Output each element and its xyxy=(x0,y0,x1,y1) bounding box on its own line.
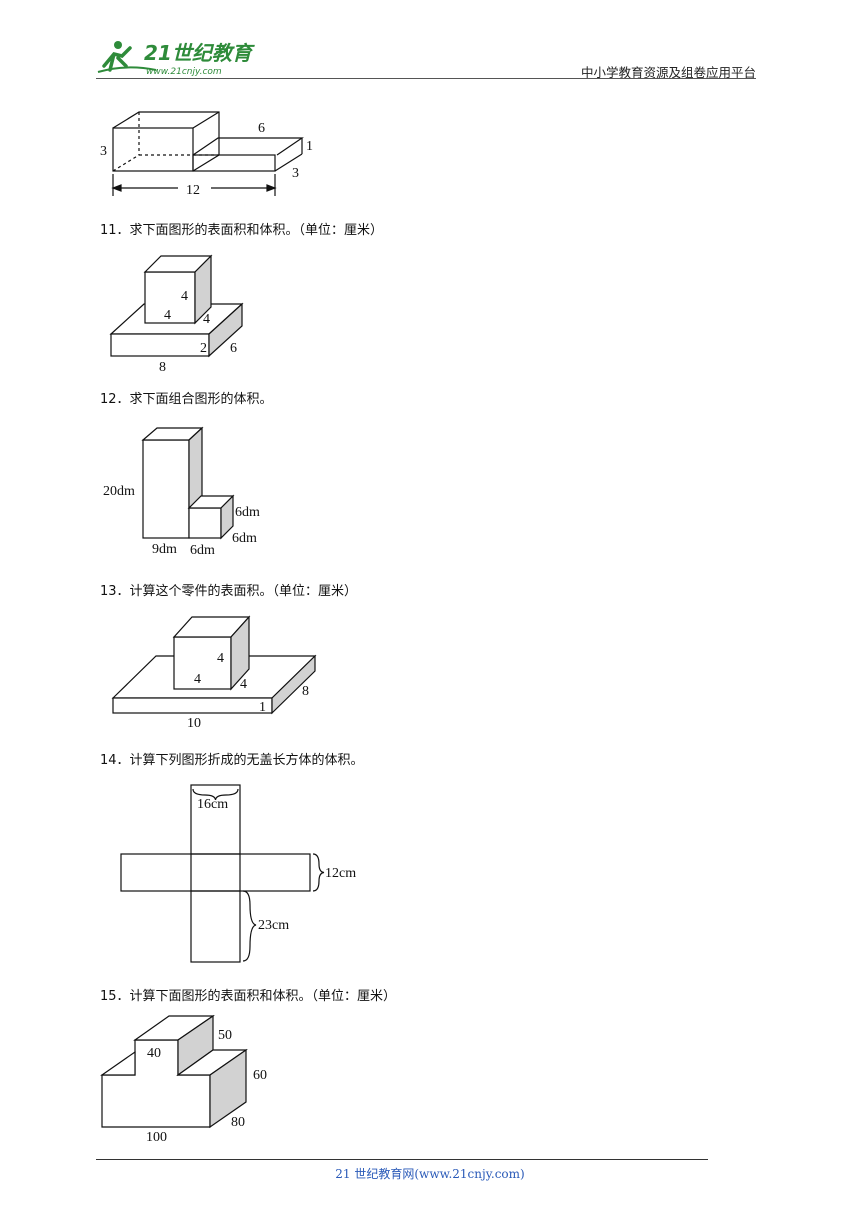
dim-label: 60 xyxy=(253,1068,267,1083)
question-14: 14．计算下列图形折成的无盖长方体的体积。 xyxy=(100,753,364,768)
dim-label: 20dm xyxy=(103,484,135,499)
dim-label: 6 xyxy=(230,341,237,356)
dim-label: 6dm xyxy=(235,505,260,520)
dim-label: 23cm xyxy=(258,918,289,933)
site-logo: 21世纪教育 www.21cnjy.com xyxy=(96,36,266,78)
question-15: 15．计算下面图形的表面积和体积。（单位：厘米） xyxy=(100,989,397,1004)
figure-box-net: 16cm 12cm 23cm xyxy=(120,784,356,963)
dim-label: 1 xyxy=(259,700,266,715)
dim-label: 4 xyxy=(217,651,224,666)
dim-label: 6 xyxy=(258,121,265,136)
dim-label: 12cm xyxy=(325,866,356,881)
question-13: 13．计算这个零件的表面积。（单位：厘米） xyxy=(100,584,358,599)
header-tagline: 中小学教育资源及组卷应用平台 xyxy=(580,65,756,80)
dim-label: 40 xyxy=(147,1046,161,1061)
dim-label: 4 xyxy=(164,308,171,323)
dim-label: 4 xyxy=(203,312,210,327)
question-12: 12．求下面组合图形的体积。 xyxy=(100,392,273,407)
figure-stepped-prism: 3 6 1 3 12 xyxy=(100,111,313,198)
dim-label: 6dm xyxy=(190,543,215,558)
dim-label: 4 xyxy=(181,289,188,304)
figure-part-plate: 4 4 4 8 1 10 xyxy=(111,615,317,731)
figure-l-shaped-prism: 20dm 6dm 6dm 9dm 6dm xyxy=(103,426,260,558)
dim-label: 6dm xyxy=(232,531,257,546)
dim-label: 8 xyxy=(302,684,309,699)
question-11: 11．求下面图形的表面积和体积。（单位：厘米） xyxy=(100,223,384,238)
logo-url: www.21cnjy.com xyxy=(146,67,222,77)
dim-label: 50 xyxy=(218,1028,232,1043)
logo-text: 21世纪教育 xyxy=(144,41,255,65)
figure-cube-on-slab: 4 4 4 2 6 8 xyxy=(109,254,244,375)
dim-label: 80 xyxy=(231,1115,245,1130)
figure-stepped-block: 50 40 60 80 100 xyxy=(100,1014,267,1145)
dim-label: 3 xyxy=(100,144,107,159)
dim-label: 2 xyxy=(200,341,207,356)
dim-label: 9dm xyxy=(152,542,177,557)
dim-label: 4 xyxy=(240,677,247,692)
dim-label: 3 xyxy=(292,166,299,181)
runner-icon xyxy=(97,41,157,73)
header-divider xyxy=(96,78,756,79)
dim-label: 8 xyxy=(159,360,166,375)
dim-label: 10 xyxy=(187,716,201,731)
footer-link[interactable]: 21 世纪教育网(www.21cnjy.com) xyxy=(335,1167,525,1181)
footer-divider xyxy=(96,1159,708,1160)
dim-label: 1 xyxy=(306,139,313,154)
dim-label: 16cm xyxy=(197,797,228,812)
dim-label: 12 xyxy=(186,183,200,198)
dim-label: 100 xyxy=(146,1130,167,1145)
dim-label: 4 xyxy=(194,672,201,687)
